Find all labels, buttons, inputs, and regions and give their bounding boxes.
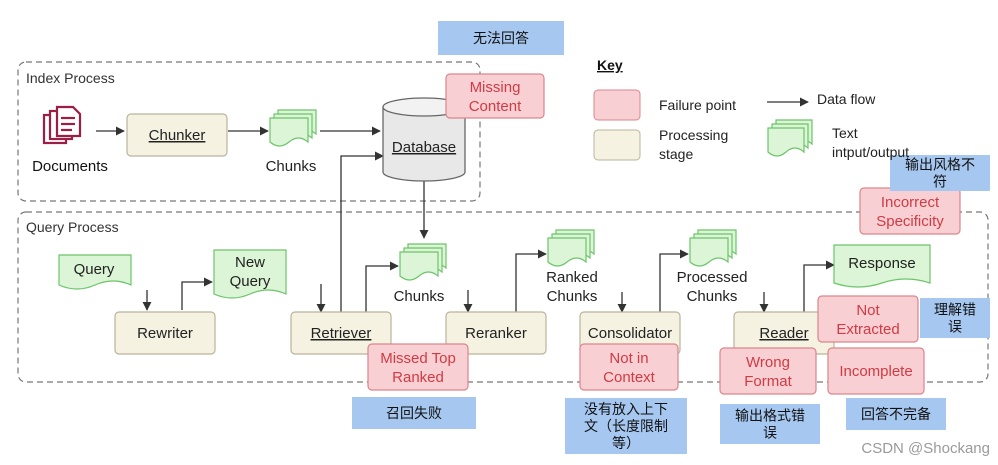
legend-stage-label-2: stage bbox=[659, 146, 693, 162]
query-label: Query bbox=[74, 261, 115, 278]
missed-top-ranked-failure-box bbox=[367, 343, 469, 391]
ranked-chunks-icon bbox=[547, 229, 595, 267]
missed-top-ranked-failure-label-2: Ranked bbox=[392, 369, 444, 386]
wrong-format-failure-label-2: Format bbox=[744, 373, 792, 390]
processed-chunks-icon bbox=[689, 229, 737, 267]
not-in-context-annotation-label-2: 文（长度限制 bbox=[584, 419, 668, 435]
missed-top-ranked-annotation-label: 召回失败 bbox=[386, 406, 442, 422]
processed-chunks-label-2: Chunks bbox=[687, 288, 738, 305]
reranker-stage-label: Reranker bbox=[465, 325, 527, 342]
incorrect-specificity-failure-label-2: Specificity bbox=[876, 213, 944, 230]
not-extracted-failure-label-1: Not bbox=[856, 302, 880, 319]
not-extracted-annotation-box bbox=[920, 298, 990, 338]
flow-reranker-to-rankedchunks bbox=[515, 249, 547, 313]
chunker-stage-label: Chunker bbox=[149, 127, 206, 144]
database-cylinder: Database bbox=[382, 97, 466, 182]
watermark: CSDN @Shockang bbox=[861, 440, 990, 457]
retriever-stage-label: Retriever bbox=[311, 325, 372, 342]
missing-content-annotation-box bbox=[438, 21, 564, 55]
incorrect-specificity-annotation-box bbox=[890, 155, 990, 191]
ranked-chunks-label-1: Ranked bbox=[546, 269, 598, 286]
not-in-context-failure-label-2: Context bbox=[603, 369, 656, 386]
flow-retriever-to-chunks bbox=[365, 261, 399, 313]
chunks-index-label: Chunks bbox=[266, 158, 317, 175]
not-in-context-failure-label-1: Not in bbox=[609, 350, 648, 367]
consolidator-stage-label: Consolidator bbox=[588, 325, 672, 342]
legend-textio-label-2: intput/output bbox=[832, 144, 909, 160]
wrong-format-annotation-label-1: 输出格式错 bbox=[735, 409, 805, 425]
legend-textio-label-1: Text bbox=[832, 125, 858, 141]
response-doc bbox=[833, 244, 931, 288]
annotations: 无法回答召回失败没有放入上下文（长度限制等）输出格式错误回答不完备理解错误输出风… bbox=[352, 21, 990, 454]
reader-stage-label: Reader bbox=[759, 325, 808, 342]
legend-stage-label-1: Processing bbox=[659, 127, 728, 143]
legend-text-io-icon bbox=[767, 119, 813, 157]
new-query-label-2: Query bbox=[230, 273, 271, 290]
incorrect-specificity-failure-label-1: Incorrect bbox=[881, 194, 940, 211]
legend-failure-swatch bbox=[593, 89, 641, 121]
legend-stage-swatch bbox=[593, 129, 641, 161]
incomplete-failure-box bbox=[827, 347, 925, 395]
wrong-format-annotation-box bbox=[720, 404, 820, 444]
index-process-label: Index Process bbox=[26, 70, 115, 86]
missing-content-failure-label-1: Missing bbox=[470, 79, 521, 96]
legend-flow-label: Data flow bbox=[817, 91, 876, 107]
flow-reader-to-response bbox=[803, 260, 835, 313]
query-doc bbox=[58, 254, 132, 290]
new-query-doc bbox=[213, 249, 287, 299]
not-in-context-annotation-box bbox=[565, 398, 687, 454]
not-extracted-failure-box bbox=[817, 295, 919, 343]
flow-rewriter-to-newquery bbox=[181, 277, 213, 310]
rewriter-stage-label: Rewriter bbox=[137, 325, 193, 342]
chunks-query-label: Chunks bbox=[394, 288, 445, 305]
flow-connectors bbox=[96, 126, 835, 313]
incorrect-specificity-annotation-label-1: 输出风格不 bbox=[905, 158, 975, 174]
rewriter-stage-box bbox=[114, 311, 216, 355]
wrong-format-failure-label-1: Wrong bbox=[746, 354, 790, 371]
retriever-stage-box bbox=[290, 311, 392, 355]
response-label: Response bbox=[848, 255, 916, 272]
documents-label: Documents bbox=[32, 158, 108, 175]
legend-doc-shape bbox=[767, 119, 813, 157]
incomplete-annotation-box bbox=[846, 398, 946, 430]
missed-top-ranked-failure-label-1: Missed Top bbox=[380, 350, 456, 367]
chunker-stage-box bbox=[126, 113, 228, 157]
legend: Key Failure point Processing stage Data … bbox=[593, 57, 909, 162]
not-extracted-annotation-label-2: 误 bbox=[948, 320, 962, 336]
database-label: Database bbox=[392, 139, 456, 156]
query-process-label: Query Process bbox=[26, 219, 119, 235]
incomplete-annotation-label: 回答不完备 bbox=[861, 406, 931, 423]
chunks-index-icon bbox=[269, 109, 317, 147]
flow-consolidator-to-processedchunks bbox=[659, 249, 689, 313]
missed-top-ranked-annotation-box bbox=[352, 397, 476, 429]
legend-failure-label: Failure point bbox=[659, 97, 736, 113]
processed-chunks-label-1: Processed bbox=[677, 269, 748, 286]
missing-content-failure-label-2: Content bbox=[469, 98, 522, 115]
reranker-stage-box bbox=[445, 311, 547, 355]
wrong-format-failure-box bbox=[719, 347, 817, 395]
legend-title: Key bbox=[597, 57, 623, 73]
not-in-context-annotation-label-3: 等） bbox=[612, 435, 640, 452]
missing-content-failure-box bbox=[445, 73, 545, 119]
not-extracted-failure-label-2: Extracted bbox=[836, 321, 899, 338]
new-query-label-1: New bbox=[235, 254, 265, 271]
missing-content-annotation-label: 无法回答 bbox=[473, 30, 529, 47]
index-process-region: Index Process bbox=[17, 61, 481, 202]
not-in-context-failure-box bbox=[579, 343, 679, 391]
documents-icon bbox=[42, 105, 82, 145]
incorrect-specificity-annotation-label-2: 符 bbox=[933, 175, 947, 191]
ranked-chunks-label-2: Chunks bbox=[547, 288, 598, 305]
not-in-context-annotation-label-1: 没有放入上下 bbox=[584, 402, 668, 418]
wrong-format-annotation-label-2: 误 bbox=[763, 426, 777, 442]
query-process-region: Query Process bbox=[17, 211, 989, 383]
incomplete-failure-label: Incomplete bbox=[839, 363, 912, 380]
flow-retriever-to-database bbox=[340, 151, 384, 313]
not-extracted-annotation-label-1: 理解错 bbox=[934, 303, 976, 319]
chunks-query-icon bbox=[399, 243, 447, 281]
